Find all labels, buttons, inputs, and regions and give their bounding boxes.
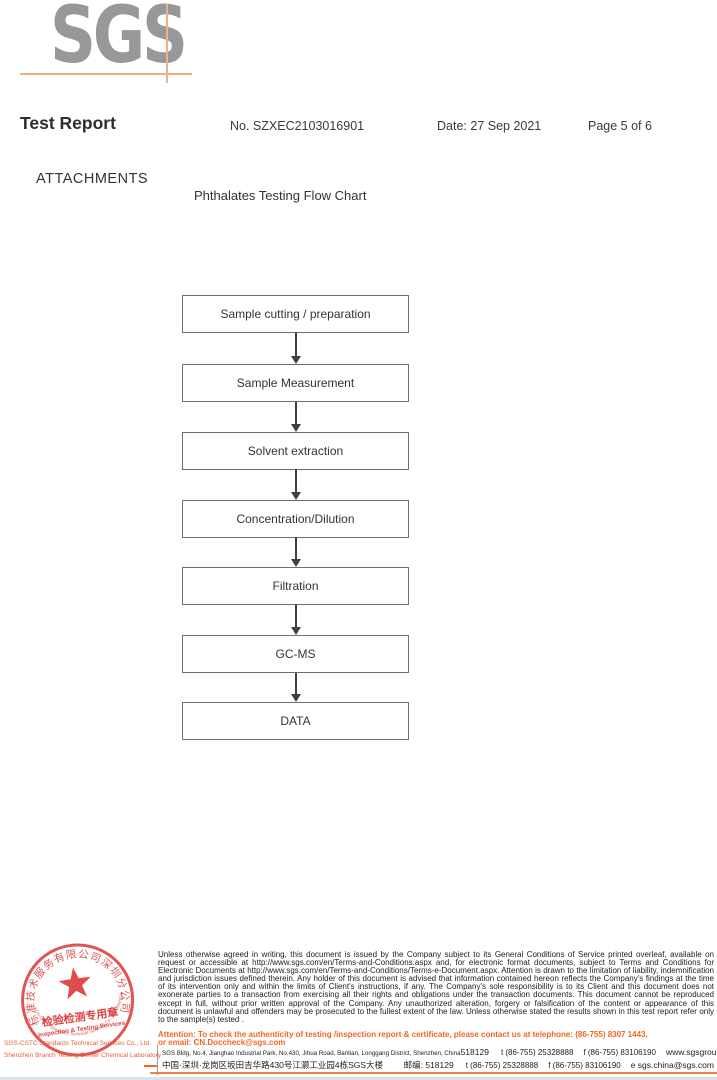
page-number: Page 5 of 6: [588, 119, 652, 133]
flow-chart-title: Phthalates Testing Flow Chart: [194, 188, 367, 203]
flow-step-solvent-extraction: Solvent extraction: [182, 432, 409, 470]
flow-arrow-down: [289, 333, 303, 364]
postcode-chinese: 邮编: 518129: [403, 1060, 454, 1070]
page-title: Test Report: [20, 113, 116, 133]
flow-step-filtration: Filtration: [182, 567, 409, 605]
address-english: SGS Bldg, No.4, Jianghao Industrial Park…: [162, 1050, 461, 1057]
footer-accent-dash: [144, 1065, 157, 1067]
crop-mark-vertical: [166, 4, 168, 83]
report-date: Date: 27 Sep 2021: [437, 119, 542, 133]
footer-divider: [157, 1045, 158, 1075]
flow-arrow-down: [289, 469, 303, 500]
attention-line2: or email: CN.Doccheck@sgs.com: [158, 1037, 286, 1047]
postcode-english: 518129: [460, 1047, 489, 1057]
flow-step-sample-measurement: Sample Measurement: [182, 364, 409, 402]
flow-step-label: GC-MS: [275, 647, 316, 661]
seal-star-icon: [58, 967, 91, 1000]
fax: f (86-755) 83106190: [548, 1061, 621, 1070]
flow-step-label: Solvent extraction: [247, 444, 344, 458]
flow-step-label: Sample cutting / preparation: [220, 307, 371, 321]
page-bottom-edge: [0, 1077, 717, 1080]
footer-rule: [150, 1072, 717, 1074]
telephone: t (86-755) 25328888: [465, 1061, 539, 1070]
telephone: t (86-755) 25328888: [500, 1048, 574, 1057]
flow-arrow-down: [289, 605, 303, 635]
flow-step-label: DATA: [280, 714, 311, 728]
flow-step-label: Concentration/Dilution: [236, 512, 355, 526]
flow-arrow-down: [289, 537, 303, 567]
address-row-en: SGS Bldg, No.4, Jianghao Industrial Park…: [162, 1047, 717, 1057]
address-chinese: 中国·深圳·龙岗区坂田吉华路430号江灏工业园4栋SGS大楼: [162, 1060, 384, 1070]
flow-arrow-down: [289, 673, 303, 702]
fax: f (86-755) 83106190: [583, 1048, 656, 1057]
report-number: No. SZXEC2103016901: [230, 119, 365, 133]
inspection-testing-seal-stamp: 标准技术服务有限公司深圳分公司 检验检测专用章 Inspection & Tes…: [0, 929, 135, 1057]
company-name-line1: SGS-CSTC Standards Technical Services Co…: [4, 1040, 151, 1047]
seal-ring: [21, 943, 135, 1057]
crop-mark-horizontal: [20, 73, 192, 75]
attachments-heading: ATTACHMENTS: [36, 171, 149, 187]
sgs-logo: SGS: [50, 0, 188, 81]
legal-disclaimer-text: Unless otherwise agreed in writing, this…: [158, 950, 714, 1024]
website: www.sgsgroup.com.cn: [665, 1047, 717, 1057]
flow-step-data: DATA: [182, 702, 409, 740]
address-row-cn: 中国·深圳·龙岗区坂田吉华路430号江灏工业园4栋SGS大楼 邮编: 51812…: [162, 1059, 714, 1071]
flow-arrow-down: [289, 402, 303, 432]
flow-step-label: Sample Measurement: [236, 376, 355, 390]
flow-step-label: Filtration: [272, 579, 319, 593]
attention-notice: Attention: To check the authenticity of …: [158, 1031, 714, 1046]
flow-step-gcms: GC-MS: [182, 635, 409, 673]
email: e sgs.china@sgs.com: [630, 1060, 714, 1070]
flow-step-sample-cutting: Sample cutting / preparation: [182, 295, 409, 333]
attention-line1: Attention: To check the authenticity of …: [158, 1030, 648, 1039]
flow-step-concentration-dilution: Concentration/Dilution: [182, 500, 409, 538]
company-name-line2: Shenzhen Branch Testing Center Chemical …: [4, 1052, 162, 1059]
